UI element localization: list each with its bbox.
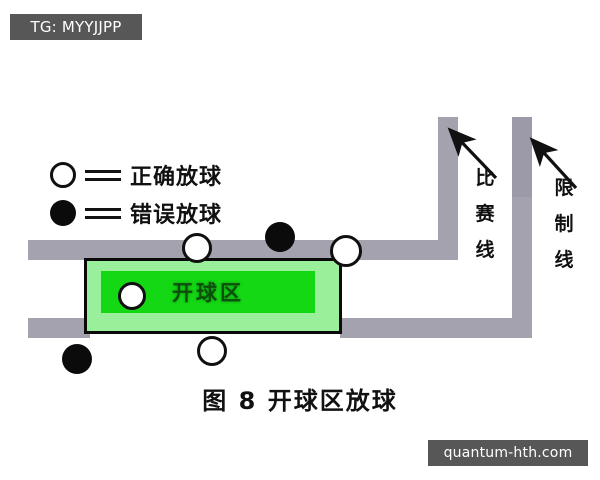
- figure-caption: 图 8 开球区放球: [202, 387, 398, 415]
- rail-competition-vertical: [438, 117, 458, 260]
- ball-bottom-mid: [197, 336, 227, 366]
- legend-item-correct: 正确放球: [48, 158, 278, 192]
- telegram-watermark: TG: MYYJJPP: [10, 14, 142, 40]
- label-restriction-char-3: 线: [554, 249, 574, 271]
- equals-icon-correct: [85, 169, 121, 181]
- equals-icon-incorrect: [85, 207, 121, 219]
- hollow-circle-icon: [48, 160, 78, 190]
- legend: 正确放球 错误放球: [48, 158, 278, 234]
- solid-circle-icon: [48, 198, 78, 228]
- rail-lower-right: [340, 318, 518, 338]
- rail-lower-left: [28, 318, 90, 338]
- ball-incorrect-bottom: [62, 344, 92, 374]
- break-zone-label: 开球区: [172, 281, 244, 305]
- label-restriction-char-1: 限: [554, 177, 574, 199]
- ball-top-left: [182, 233, 212, 263]
- label-competition-char-1: 比: [475, 167, 495, 189]
- rail-restriction-vertical-lower: [512, 197, 532, 338]
- label-restriction-line: 限 制 线: [553, 170, 575, 278]
- label-restriction-char-2: 制: [554, 213, 574, 235]
- break-zone: 开球区: [84, 258, 342, 334]
- legend-label-incorrect: 错误放球: [130, 203, 223, 228]
- legend-label-correct: 正确放球: [130, 165, 223, 190]
- label-competition-line: 比 赛 线: [474, 160, 496, 268]
- ball-incorrect-top: [265, 222, 295, 252]
- ball-top-right: [330, 235, 362, 267]
- site-watermark: quantum-hth.com: [428, 440, 588, 466]
- label-competition-char-3: 线: [475, 239, 495, 261]
- ball-inside-zone: [118, 282, 146, 310]
- rail-upper-right: [340, 240, 458, 260]
- legend-item-incorrect: 错误放球: [48, 196, 278, 230]
- label-competition-char-2: 赛: [475, 203, 495, 225]
- rail-restriction-vertical-upper: [512, 117, 532, 197]
